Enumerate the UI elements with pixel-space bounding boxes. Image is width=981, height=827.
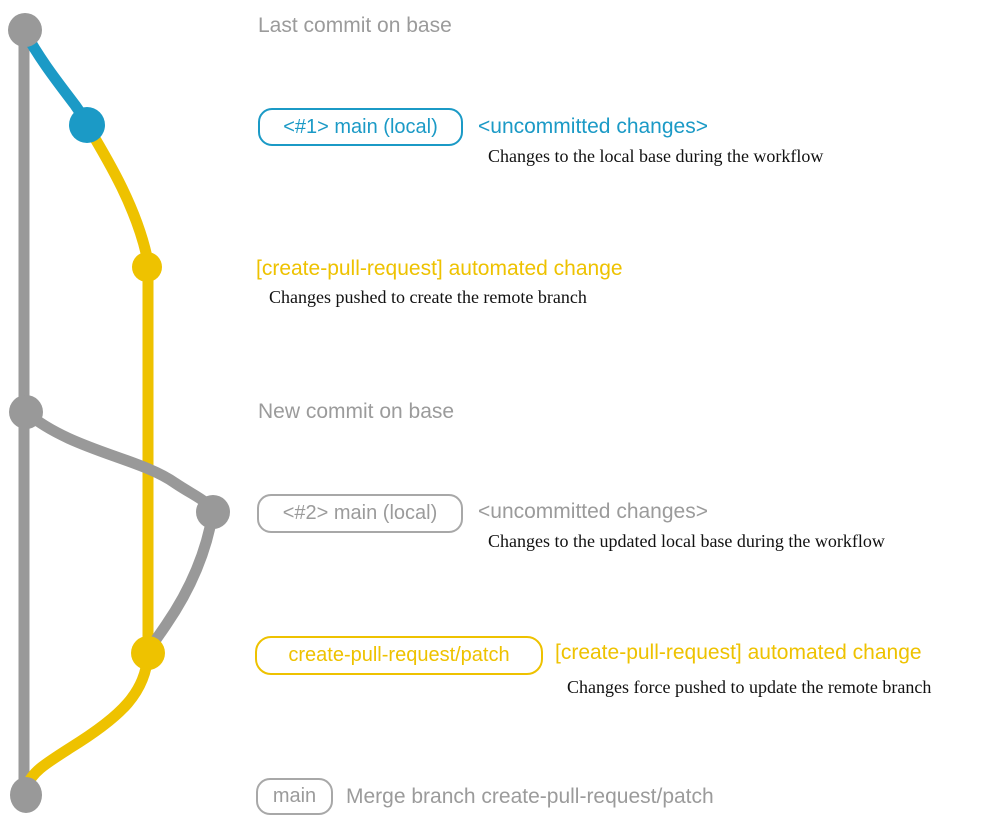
uncommitted-changes-1-description: Changes to the local base during the wor…	[488, 146, 824, 166]
uncommitted-changes-1-label: <uncommitted changes>	[478, 115, 708, 138]
new-commit-label: New commit on base	[258, 400, 455, 423]
commit-dot-local-2	[196, 495, 230, 529]
commit-dot-local-1	[69, 107, 105, 143]
badge-patch-branch-label: create-pull-request/patch	[288, 644, 510, 666]
badge-main-local-2: <#2> main (local)	[257, 494, 463, 533]
commit-dot-patch-2	[131, 636, 165, 670]
badge-patch-branch: create-pull-request/patch	[255, 636, 543, 675]
badge-main-local-2-label: <#2> main (local)	[282, 502, 438, 524]
badge-main-label: main	[272, 785, 317, 807]
commit-dot-base-merge	[10, 777, 42, 813]
badge-main: main	[256, 778, 333, 815]
commit-dot-patch-1	[132, 252, 162, 282]
uncommitted-changes-2-description: Changes to the updated local base during…	[488, 531, 885, 551]
merge-branch-label: Merge branch create-pull-request/patch	[346, 785, 714, 808]
gray-rebase-line-upper	[20, 406, 219, 518]
automated-change-1-description: Changes pushed to create the remote bran…	[269, 287, 587, 307]
commit-dot-base-top	[8, 13, 42, 47]
yellow-branch-line	[21, 119, 154, 792]
automated-change-2-label: [create-pull-request] automated change	[555, 641, 922, 664]
badge-main-local-1: <#1> main (local)	[258, 108, 463, 146]
automated-change-2-description: Changes force pushed to update the remot…	[567, 677, 932, 697]
uncommitted-changes-2-label: <uncommitted changes>	[478, 500, 708, 523]
commit-dot-base-new	[9, 395, 43, 429]
gray-rebase-line-lower	[143, 506, 219, 659]
automated-change-1-label: [create-pull-request] automated change	[256, 257, 623, 280]
badge-main-local-1-label: <#1> main (local)	[283, 115, 438, 138]
last-commit-label: Last commit on base	[258, 14, 452, 37]
git-graph	[8, 13, 230, 813]
